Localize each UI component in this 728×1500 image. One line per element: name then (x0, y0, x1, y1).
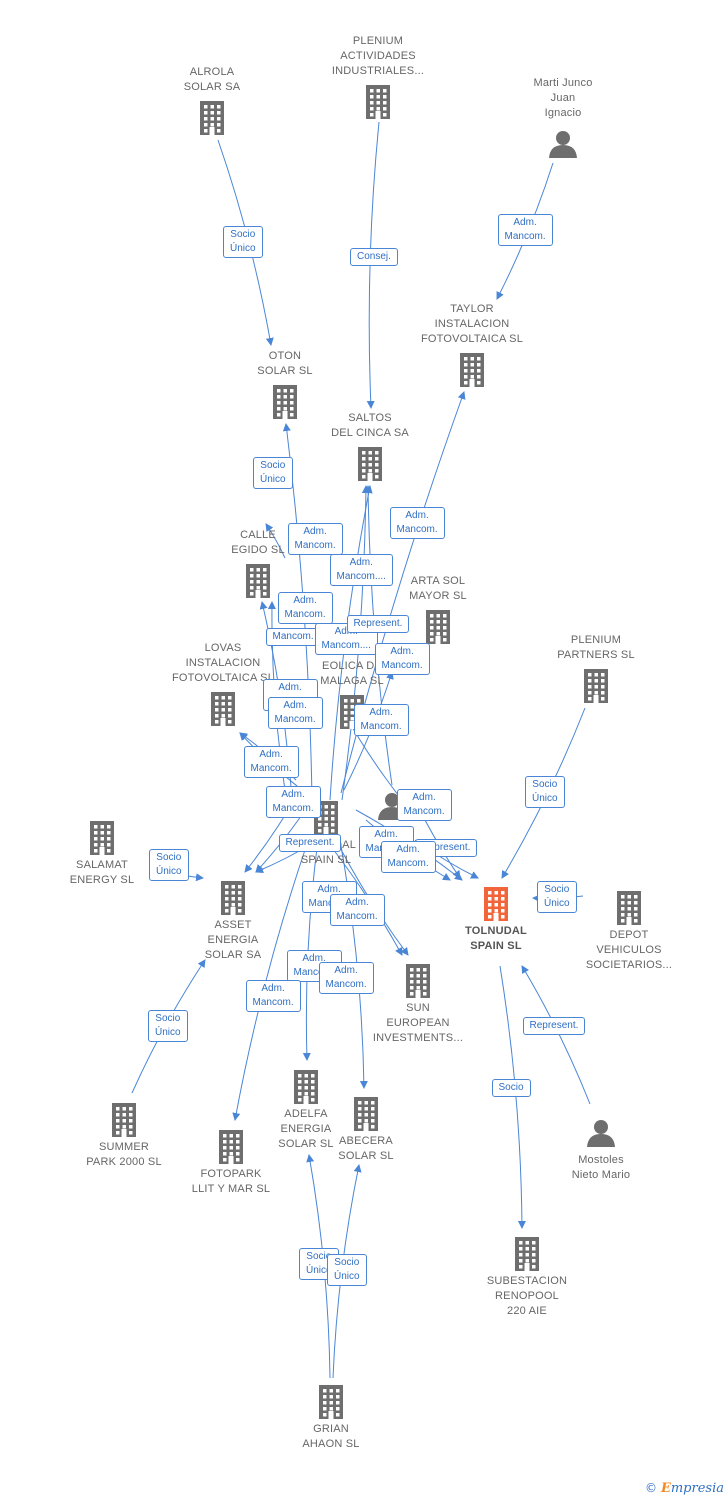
edge-badge-tolnudal_o-to-eolica[interactable]: Adm. Mancom. (374, 643, 430, 675)
node-layer (90, 85, 641, 1419)
edge-badge-oton-to-calle[interactable]: Socio Único (253, 457, 293, 489)
edge-badge-tolnudal_o-to-eolica[interactable]: Adm. Mancom. (353, 704, 409, 736)
building-icon-subestacion[interactable] (515, 1237, 539, 1271)
node-label-plenium_ai[interactable]: PLENIUM ACTIVIDADES INDUSTRIALES... (331, 35, 425, 77)
node-label-abecera[interactable]: ABECERA SOLAR SL (338, 1135, 394, 1162)
edge-badge-plenium_ai-to-saltos[interactable]: Consej. (350, 248, 398, 266)
node-label-calle[interactable]: CALLE EGIDO SL (231, 529, 285, 556)
building-icon-plenium_ai[interactable] (366, 85, 390, 119)
node-label-asset[interactable]: ASSET ENERGIA SOLAR SA (204, 919, 262, 961)
node-label-saltos[interactable]: SALTOS DEL CINCA SA (331, 412, 409, 439)
edge-badge-tolnudal_o-to-saltos[interactable]: Adm. Mancom.... (329, 554, 393, 586)
building-icon-plenium_p[interactable] (584, 669, 608, 703)
brand-logo: ©Empresia (645, 1481, 724, 1496)
edge-badge-marti-to-taylor[interactable]: Adm. Mancom. (497, 214, 553, 246)
node-label-alrola[interactable]: ALROLA SOLAR SA (183, 66, 241, 93)
building-icon-summer[interactable] (112, 1103, 136, 1137)
person-icon-mostoles[interactable] (587, 1120, 615, 1147)
edge-badge-summer-to-asset[interactable]: Socio Único (148, 1010, 188, 1042)
node-label-summer[interactable]: SUMMER PARK 2000 SL (86, 1141, 162, 1168)
edge-badge-tolnudal-to-subestacion[interactable]: Socio (491, 1079, 531, 1097)
node-label-lovas[interactable]: LOVAS INSTALACION FOTOVOLTAICA SL (171, 642, 275, 684)
edge-badge-tolnudal_o-to-oton[interactable]: Adm. Mancom. (287, 523, 343, 555)
node-label-subestacion[interactable]: SUBESTACION RENOPOOL 220 AIE (486, 1275, 568, 1317)
building-icon-sun[interactable] (406, 964, 430, 998)
edge-badge-tolnudal_o-to-asset[interactable]: Adm. Mancom. (265, 786, 321, 818)
edge-tolnudal_o-to-taylor (340, 391, 466, 794)
node-label-arta[interactable]: ARTA SOL MAYOR SL (409, 575, 467, 602)
edge-badge-tolnudal_o-to-abecera[interactable]: Adm. Mancom. (318, 962, 374, 994)
node-label-depot[interactable]: DEPOT VEHICULOS SOCIETARIOS... (585, 929, 673, 971)
node-label-fotopark[interactable]: FOTOPARK LLIT Y MAR SL (191, 1168, 271, 1195)
building-icon-asset[interactable] (221, 881, 245, 915)
edge-badge-tolnudal_o-to-calle[interactable]: Adm. Mancom. (277, 592, 333, 624)
edge-badge-tolnudal_o-to-lovas[interactable]: Adm. Mancom. (267, 697, 323, 729)
building-icon-abecera[interactable] (354, 1097, 378, 1131)
building-icon-taylor[interactable] (460, 353, 484, 387)
building-icon-depot[interactable] (617, 891, 641, 925)
node-label-adelfa[interactable]: ADELFA ENERGIA SOLAR SL (278, 1108, 334, 1150)
edge-badge-person_mid-to-saltos[interactable]: Represent. (346, 615, 410, 633)
node-label-mostoles[interactable]: Mostoles Nieto Mario (571, 1154, 631, 1181)
node-label-sun[interactable]: SUN EUROPEAN INVESTMENTS... (372, 1002, 464, 1044)
edge-badge-tolnudal_o-to-asset[interactable]: Represent. (278, 834, 342, 852)
edge-badge-alrola-to-oton[interactable]: Socio Único (223, 226, 263, 258)
node-label-salamat[interactable]: SALAMAT ENERGY SL (69, 859, 135, 886)
building-icon-salamat[interactable] (90, 821, 114, 855)
edge-badge-grian-to-abecera[interactable]: Socio Único (327, 1254, 367, 1286)
node-label-tolnudal[interactable]: TOLNUDAL SPAIN SL (465, 925, 527, 952)
building-icon-fotopark[interactable] (219, 1130, 243, 1164)
building-icon-tolnudal[interactable] (484, 887, 508, 921)
building-icon-arta[interactable] (426, 610, 450, 644)
edge-badge-plenium_p-to-tolnudal[interactable]: Socio Único (525, 776, 565, 808)
brand-name: mpresia (670, 1481, 724, 1496)
copyright-mark: © (644, 1481, 657, 1495)
edge-badge-depot-to-tolnudal[interactable]: Socio Único (537, 881, 577, 913)
edge-badge-tolnudal_o-to-fotopark[interactable]: Adm. Mancom. (245, 980, 301, 1012)
edge-badge-tolnudal_o-to-sun[interactable]: Adm. Mancom. (329, 894, 385, 926)
edge-badge-tolnudal_o-to-taylor[interactable]: Adm. Mancom. (389, 507, 445, 539)
building-icon-grian[interactable] (319, 1385, 343, 1419)
building-icon-alrola[interactable] (200, 101, 224, 135)
node-label-grian[interactable]: GRIAN AHAON SL (302, 1423, 360, 1450)
edge-oton-to-calle (265, 523, 286, 559)
building-icon-calle[interactable] (246, 564, 270, 598)
node-label-plenium_p[interactable]: PLENIUM PARTNERS SL (557, 634, 635, 661)
edge-badge-tolnudal_o-to-calle[interactable]: Mancom. (265, 628, 321, 646)
building-icon-lovas[interactable] (211, 692, 235, 726)
edge-badge-mostoles-to-tolnudal[interactable]: Represent. (522, 1017, 586, 1035)
edge-badge-tolnudal_o-to-asset[interactable]: Adm. Mancom. (243, 746, 299, 778)
building-icon-adelfa[interactable] (294, 1070, 318, 1104)
building-icon-oton[interactable] (273, 385, 297, 419)
edge-badge-person_mid-to-tolnudal[interactable]: Adm. Mancom. (396, 789, 452, 821)
node-label-taylor[interactable]: TAYLOR INSTALACION FOTOVOLTAICA SL (420, 303, 524, 345)
edge-tolnudal_o-to-adelfa (302, 839, 319, 1061)
node-label-oton[interactable]: OTON SOLAR SL (257, 350, 313, 377)
edge-mostoles-to-tolnudal (521, 965, 591, 1105)
building-icon-saltos[interactable] (358, 447, 382, 481)
edge-badge-tolnudal_o-to-tolnudal[interactable]: Adm. Mancom. (380, 841, 436, 873)
person-icon-marti[interactable] (549, 131, 577, 158)
edge-badge-salamat-to-asset[interactable]: Socio Único (149, 849, 189, 881)
node-label-marti[interactable]: Marti Junco Juan Ignacio (533, 77, 593, 119)
edge-tolnudal-to-subestacion (499, 965, 526, 1229)
brand-initial: E (660, 1481, 671, 1496)
